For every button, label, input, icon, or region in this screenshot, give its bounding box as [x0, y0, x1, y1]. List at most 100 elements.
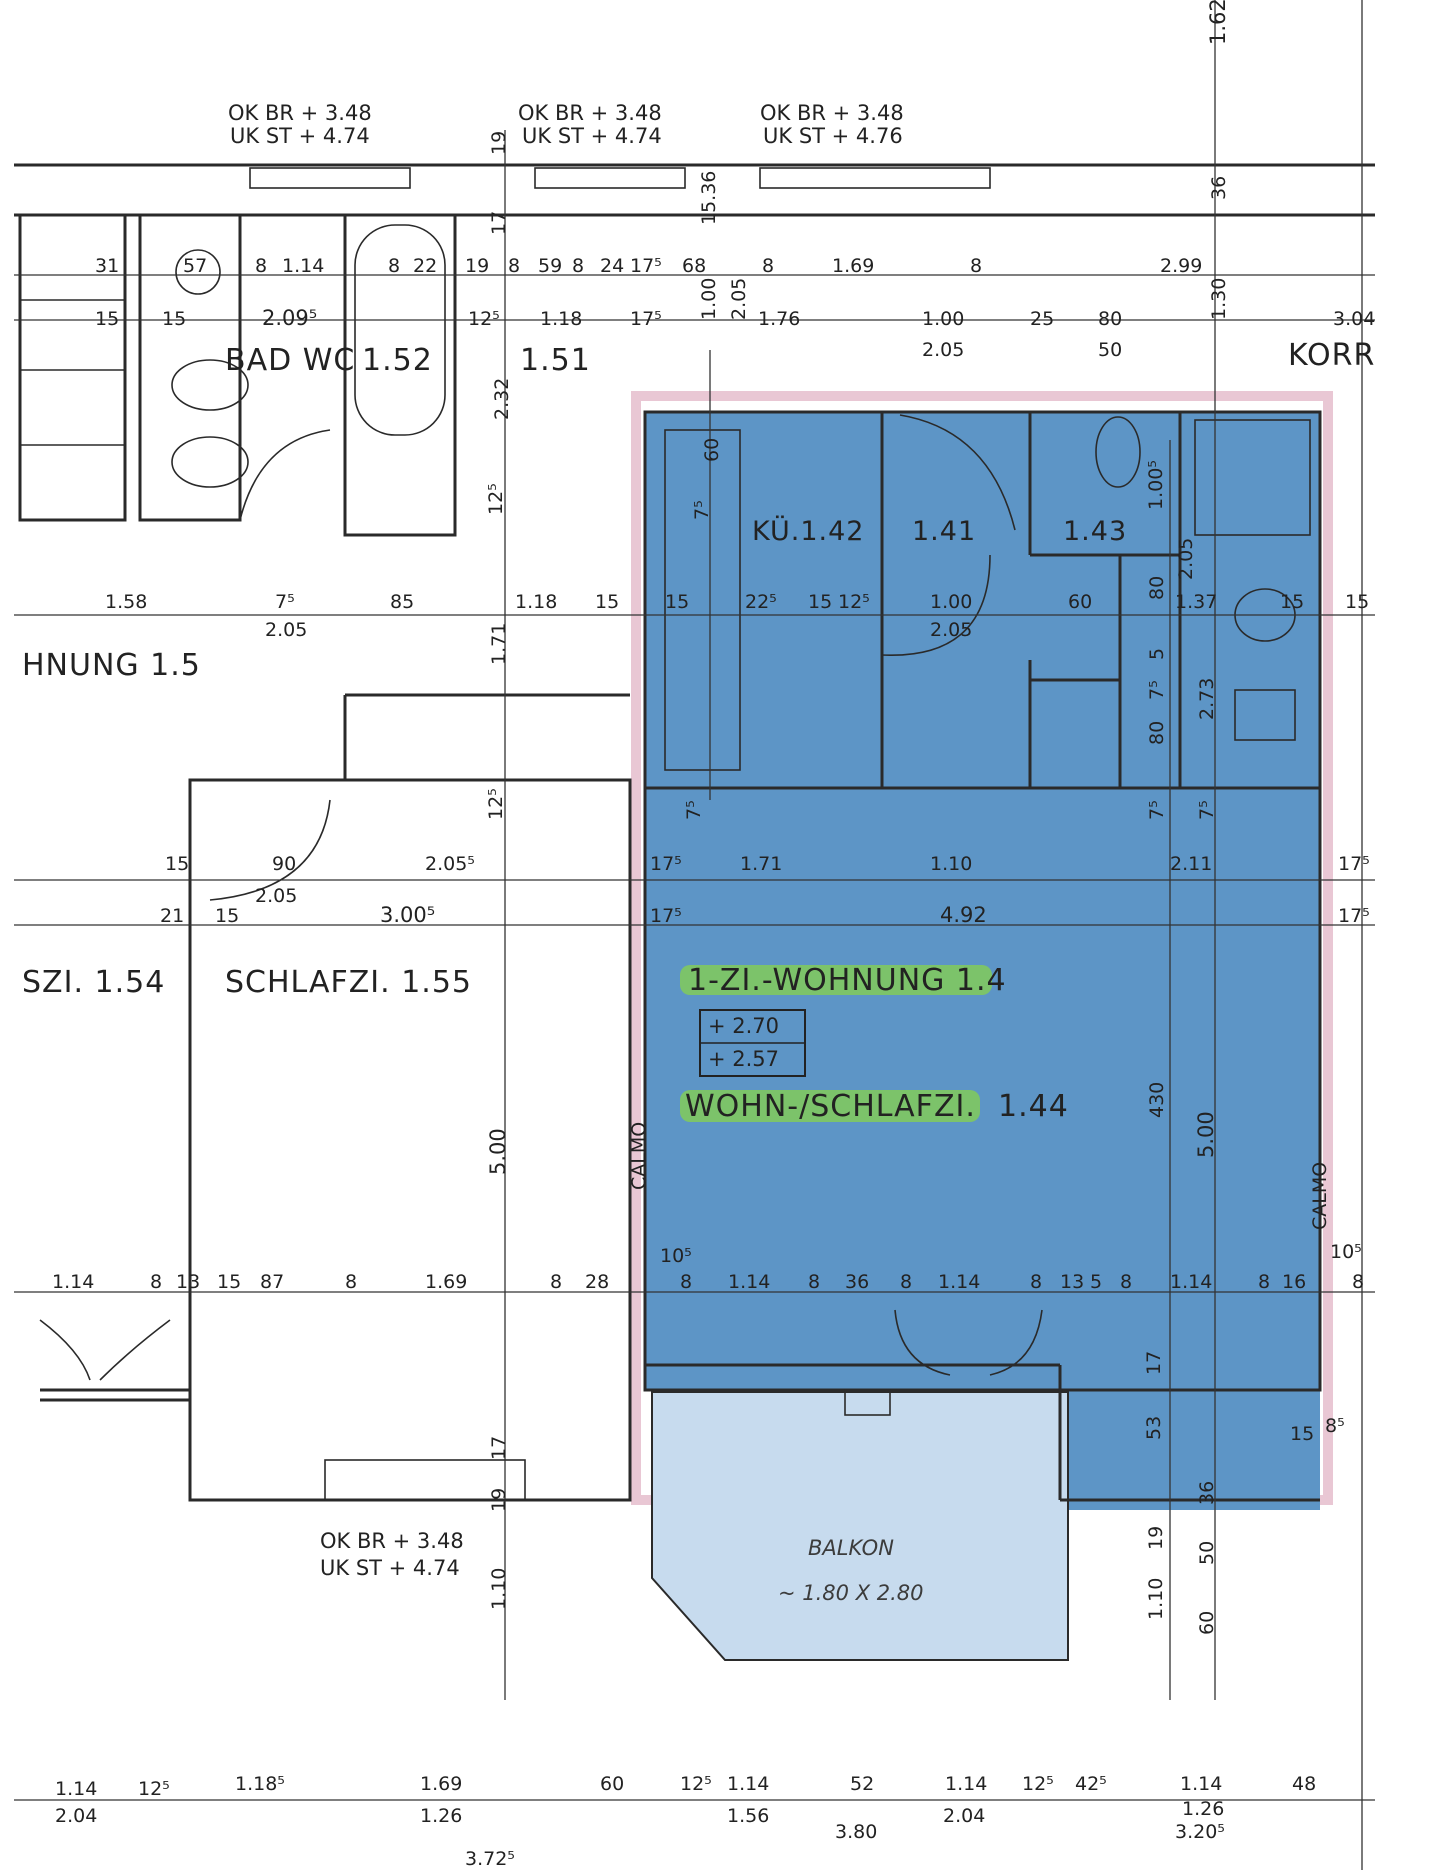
dim-v80b: 80: [1146, 721, 1168, 745]
dim-v171: 1.71: [488, 623, 510, 665]
dimension-lines: [14, 0, 1375, 1870]
dim-r7-8g: 8: [1030, 1271, 1042, 1293]
dim-r4-100: 1.00: [930, 591, 972, 613]
dim-r3-80: 80: [1098, 308, 1122, 330]
dim-r3-118: 1.18: [540, 308, 582, 330]
dim-r2-59: 59: [538, 255, 562, 277]
window3-line1: OK BR + 3.48: [760, 101, 904, 125]
dim-r4-15c: 15: [808, 591, 832, 613]
dim-r4-137: 1.37: [1175, 591, 1217, 613]
dim-r2-114: 1.14: [282, 255, 324, 277]
dim-v19: 19: [488, 1488, 510, 1512]
dim-r7-8d: 8: [680, 1271, 692, 1293]
dim-b-204b: 2.04: [943, 1805, 985, 1827]
dim-r3-205: 2.05: [728, 278, 750, 320]
dim-r4-125: 12⁵: [838, 591, 870, 613]
dim-r5-15: 15: [165, 853, 189, 875]
dim-r2-24: 24: [600, 255, 624, 277]
dim-v75b: 7⁵: [1146, 680, 1168, 700]
room-1-43: 1.43: [1063, 516, 1127, 547]
room-korr: KORR: [1288, 338, 1375, 373]
dim-b-425: 42⁵: [1075, 1773, 1107, 1795]
dim-r7-8e: 8: [808, 1271, 820, 1293]
height-lower: + 2.57: [708, 1047, 779, 1071]
dim-v80: 80: [1146, 576, 1168, 600]
dim-r3-100: 1.00: [698, 278, 720, 320]
balcony-area: [651, 1391, 1069, 1661]
apartment-1-4-area: [645, 412, 1320, 1390]
dim-r7-8i: 8: [1258, 1271, 1270, 1293]
dim-v17: 17: [1143, 1351, 1165, 1375]
dim-r4-85: 85: [390, 591, 414, 613]
dim-b-3725: 3.72⁵: [465, 1848, 515, 1870]
dim-b-125b: 12⁵: [680, 1773, 712, 1795]
dim-r2-8c: 8: [508, 255, 520, 277]
dim-r6-15: 15: [215, 905, 239, 927]
room-wohnung-1-5: HNUNG 1.5: [22, 648, 201, 683]
dim-r7-8: 8: [150, 1271, 162, 1293]
dim-v50: 50: [1196, 1541, 1218, 1565]
dim-r6-21: 21: [160, 905, 184, 927]
dim-v5: 5: [1146, 648, 1168, 660]
dim-v500b: 5.00: [1194, 1111, 1218, 1158]
window4-line2: UK ST + 4.74: [320, 1556, 460, 1580]
apt-title-highlight: [680, 965, 992, 995]
dim-v273: 2.73: [1196, 678, 1218, 720]
dim-v60: 60: [701, 438, 723, 462]
window1-line1: OK BR + 3.48: [228, 101, 372, 125]
dim-v75d: 7⁵: [1146, 800, 1168, 820]
dim-b-52: 52: [850, 1773, 874, 1795]
dim-b-114c: 1.14: [945, 1773, 987, 1795]
dim-r7-5: 5: [1090, 1271, 1102, 1293]
room-wohn-num: 1.44: [998, 1089, 1069, 1124]
dim-r7-114c: 1.14: [938, 1271, 980, 1293]
dim-r4-118: 1.18: [515, 591, 557, 613]
dim-r4-75: 7⁵: [275, 591, 295, 613]
dim-r7-87: 87: [260, 1271, 284, 1293]
dim-r5-175: 17⁵: [650, 853, 682, 875]
dim-r2-22: 22: [413, 255, 437, 277]
window4-line1: OK BR + 3.48: [320, 1529, 464, 1553]
dim-v500a: 5.00: [486, 1128, 510, 1175]
dim-v15: 15: [1290, 1423, 1314, 1445]
dim-v205: 2.05: [1175, 538, 1197, 580]
dim-r5-175b: 17⁵: [1338, 853, 1370, 875]
dim-t17: 17: [488, 211, 510, 235]
dim-b-114d: 1.14: [1180, 1773, 1222, 1795]
window1-line2: UK ST + 4.74: [230, 124, 370, 148]
dim-r5-110: 1.10: [930, 853, 972, 875]
dim-b-125: 12⁵: [138, 1778, 170, 1800]
room-schlafzi-1-55: SCHLAFZI. 1.55: [225, 965, 472, 1000]
dim-t36: 36: [1208, 176, 1230, 200]
dim-b-114: 1.14: [55, 1778, 97, 1800]
dim-v17b: 17: [488, 1436, 510, 1460]
dim-v85: 8⁵: [1325, 1415, 1345, 1437]
dim-r3-304: 3.04: [1333, 308, 1375, 330]
dim-t1536: 15.36: [698, 171, 720, 225]
dim-b-60: 60: [600, 1773, 624, 1795]
dim-r4-158: 1.58: [105, 591, 147, 613]
dim-r5-90: 90: [272, 853, 296, 875]
dim-v19b: 19: [1145, 1526, 1167, 1550]
dim-v53: 53: [1143, 1416, 1165, 1440]
dim-b-1185: 1.18⁵: [235, 1773, 285, 1795]
dim-r3-209: 2.09⁵: [262, 306, 317, 330]
dim-r2-8a: 8: [255, 255, 267, 277]
room-szi-1-54: SZI. 1.54: [22, 965, 165, 1000]
dim-r2-169: 1.69: [832, 255, 874, 277]
left-apartment-walls: [39, 693, 632, 1502]
room-bad-wc: BAD WC: [225, 343, 355, 378]
dim-r7-16: 16: [1282, 1271, 1306, 1293]
dim-r7-114: 1.14: [52, 1271, 94, 1293]
dim-t19: 19: [488, 131, 510, 155]
dim-b-126: 1.26: [420, 1805, 462, 1827]
dim-v75e: 7⁵: [1196, 800, 1218, 820]
dim-v60b: 60: [1196, 1611, 1218, 1635]
dim-r4-15e: 15: [1345, 591, 1369, 613]
dim-r5-211: 2.11: [1170, 853, 1212, 875]
dim-b-3205: 3.20⁵: [1175, 1821, 1225, 1843]
dim-r7-36: 36: [845, 1271, 869, 1293]
dim-r2-68: 68: [682, 255, 706, 277]
dim-r3-15: 15: [95, 308, 119, 330]
